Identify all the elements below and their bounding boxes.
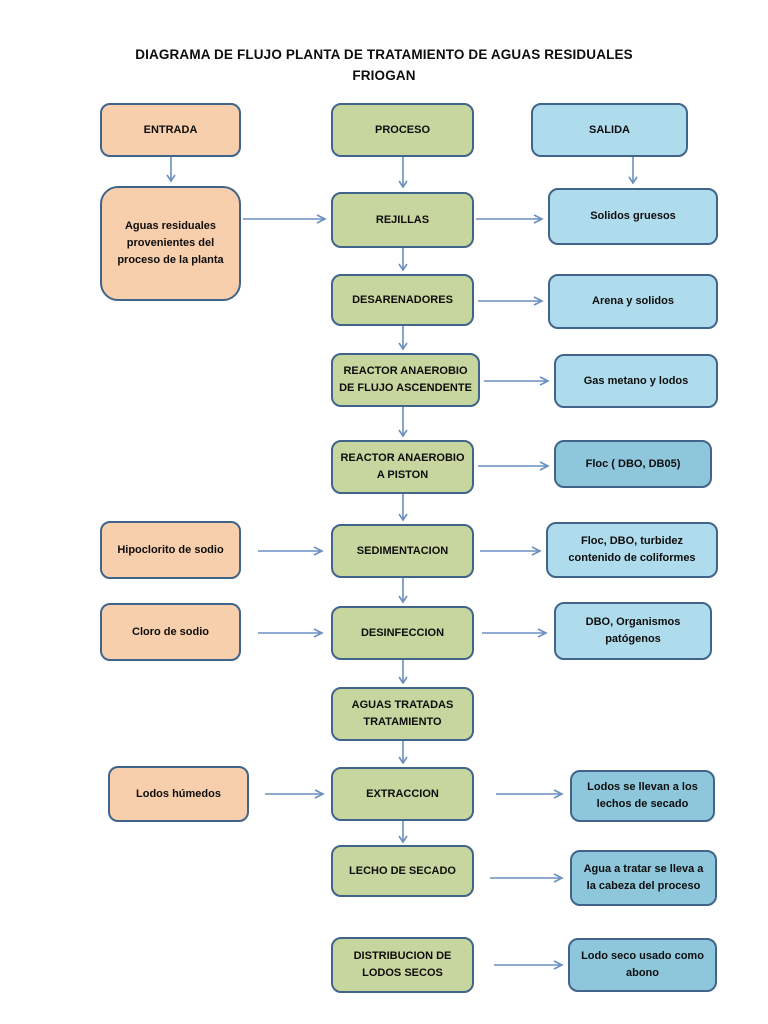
- salida-node-floc-dbo[interactable]: Floc ( DBO, DB05): [554, 440, 712, 488]
- arrow-extraccion-to-lodos-lechos-secado: [496, 787, 568, 801]
- arrow-desarenadores-to-reactor-ascendente: [396, 326, 410, 355]
- arrow-reactor-ascendente-to-reactor-piston: [396, 407, 410, 442]
- proceso-node-reactor-anaerobio-piston[interactable]: REACTOR ANAEROBIO A PISTON: [331, 440, 474, 494]
- salida-node-floc-turbidez-coliformes[interactable]: Floc, DBO, turbidez contenido de colifor…: [546, 522, 718, 578]
- salida-node-lodo-seco-abono-label: Lodo seco usado como abono: [581, 950, 704, 979]
- arrow-extraccion-to-lecho-de-secado: [396, 821, 410, 848]
- proceso-node-reactor-anaerobio-piston-label: REACTOR ANAEROBIO A PISTON: [340, 452, 465, 481]
- entrada-node-cloro-de-sodio-label: Cloro de sodio: [132, 625, 209, 638]
- arrow-aguas-tratadas-to-extraccion: [396, 741, 410, 769]
- header-proceso-label: PROCESO: [374, 123, 430, 136]
- title-line-2: FRIOGAN: [352, 68, 416, 83]
- salida-node-lodos-lechos-secado-label: Lodos se llevan a los lechos de secado: [587, 781, 698, 810]
- proceso-node-extraccion[interactable]: EXTRACCION: [331, 767, 474, 821]
- entrada-node-aguas-residuales[interactable]: Aguas residuales provenientes del proces…: [100, 186, 241, 301]
- proceso-node-lecho-de-secado-label: LECHO DE SECADO: [349, 864, 456, 877]
- salida-node-floc-turbidez-coliformes-label: Floc, DBO, turbidez contenido de colifor…: [568, 535, 696, 564]
- salida-node-solidos-gruesos[interactable]: Solidos gruesos: [548, 188, 718, 245]
- arrow-reactor-piston-to-sedimentacion: [396, 494, 410, 526]
- arrow-reactor-piston-to-floc: [478, 459, 554, 473]
- salida-node-gas-metano-y-lodos[interactable]: Gas metano y lodos: [554, 354, 718, 408]
- proceso-node-rejillas[interactable]: REJILLAS: [331, 192, 474, 248]
- arrow-lodos-humedos-to-extraccion: [265, 787, 329, 801]
- entrada-node-hipoclorito-de-sodio-label: Hipoclorito de sodio: [117, 543, 224, 556]
- arrow-rejillas-to-solidos-gruesos: [476, 212, 548, 226]
- entrada-node-aguas-residuales-label: Aguas residuales provenientes del proces…: [117, 220, 224, 266]
- header-salida[interactable]: SALIDA: [531, 103, 688, 157]
- proceso-node-aguas-tratadas-label: AGUAS TRATADAS TRATAMIENTO: [351, 699, 454, 728]
- header-salida-label: SALIDA: [589, 123, 630, 136]
- proceso-node-desarenadores[interactable]: DESARENADORES: [331, 274, 474, 326]
- proceso-node-reactor-anaerobio-flujo-ascendente-label: REACTOR ANAEROBIO DE FLUJO ASCENDENTE: [339, 365, 472, 394]
- arrow-entrada-header-to-aguas-residuales: [164, 157, 178, 187]
- proceso-node-distribucion-lodos-secos-label: DISTRIBUCION DE LODOS SECOS: [353, 950, 452, 979]
- arrow-reactor-ascendente-to-gas-metano: [484, 374, 554, 388]
- arrow-desarenadores-to-arena-y-solidos: [478, 294, 548, 308]
- salida-node-arena-y-solidos[interactable]: Arena y solidos: [548, 274, 718, 329]
- arrow-proceso-header-to-rejillas: [396, 157, 410, 193]
- entrada-node-hipoclorito-de-sodio[interactable]: Hipoclorito de sodio: [100, 521, 241, 579]
- header-entrada-label: ENTRADA: [143, 123, 198, 136]
- salida-node-arena-y-solidos-label: Arena y solidos: [592, 295, 674, 307]
- salida-node-floc-dbo-label: Floc ( DBO, DB05): [585, 457, 681, 470]
- header-proceso[interactable]: PROCESO: [331, 103, 474, 157]
- salida-node-lodos-lechos-secado[interactable]: Lodos se llevan a los lechos de secado: [570, 770, 715, 822]
- entrada-node-cloro-de-sodio[interactable]: Cloro de sodio: [100, 603, 241, 661]
- arrow-cloro-de-sodio-to-desinfeccion: [258, 626, 328, 640]
- proceso-node-reactor-anaerobio-flujo-ascendente[interactable]: REACTOR ANAEROBIO DE FLUJO ASCENDENTE: [331, 353, 480, 407]
- proceso-node-desarenadores-label: DESARENADORES: [352, 293, 453, 306]
- arrow-desinfeccion-to-dbo-organismos: [482, 626, 552, 640]
- proceso-node-aguas-tratadas[interactable]: AGUAS TRATADAS TRATAMIENTO: [331, 687, 474, 741]
- salida-node-gas-metano-y-lodos-label: Gas metano y lodos: [583, 374, 689, 387]
- proceso-node-desinfeccion[interactable]: DESINFECCION: [331, 606, 474, 660]
- arrow-rejillas-to-desarenadores: [396, 248, 410, 276]
- proceso-node-desinfeccion-label: DESINFECCION: [360, 626, 445, 639]
- arrow-sedimentacion-to-floc-turbidez: [480, 544, 546, 558]
- proceso-node-extraccion-label: EXTRACCION: [366, 787, 439, 800]
- entrada-node-lodos-humedos[interactable]: Lodos húmedos: [108, 766, 249, 822]
- salida-node-dbo-organismos-patogenos[interactable]: DBO, Organismos patógenos: [554, 602, 712, 660]
- arrow-salida-header-to-solidos-gruesos: [626, 157, 640, 189]
- arrow-lecho-de-secado-to-agua-cabeza-proceso: [490, 871, 568, 885]
- title-line-1: DIAGRAMA DE FLUJO PLANTA DE TRATAMIENTO …: [135, 47, 633, 62]
- salida-node-agua-cabeza-proceso-label: Agua a tratar se lleva a la cabeza del p…: [583, 863, 704, 892]
- proceso-node-sedimentacion-label: SEDIMENTACION: [356, 544, 449, 557]
- salida-node-solidos-gruesos-label: Solidos gruesos: [590, 210, 676, 222]
- arrow-distribucion-lodos-secos-to-lodo-seco-abono: [494, 958, 568, 972]
- arrow-aguas-residuales-to-rejillas: [243, 212, 331, 226]
- arrow-sedimentacion-to-desinfeccion: [396, 578, 410, 608]
- salida-node-dbo-organismos-patogenos-label: DBO, Organismos patógenos: [585, 616, 681, 645]
- arrow-hipoclorito-to-sedimentacion: [258, 544, 328, 558]
- proceso-node-distribucion-lodos-secos[interactable]: DISTRIBUCION DE LODOS SECOS: [331, 937, 474, 993]
- proceso-node-rejillas-label: REJILLAS: [375, 213, 430, 226]
- page-title: DIAGRAMA DE FLUJO PLANTA DE TRATAMIENTO …: [80, 44, 688, 86]
- entrada-node-lodos-humedos-label: Lodos húmedos: [136, 787, 221, 800]
- salida-node-agua-cabeza-proceso[interactable]: Agua a tratar se lleva a la cabeza del p…: [570, 850, 717, 906]
- proceso-node-lecho-de-secado[interactable]: LECHO DE SECADO: [331, 845, 474, 897]
- proceso-node-sedimentacion[interactable]: SEDIMENTACION: [331, 524, 474, 578]
- header-entrada[interactable]: ENTRADA: [100, 103, 241, 157]
- arrow-desinfeccion-to-aguas-tratadas: [396, 660, 410, 689]
- salida-node-lodo-seco-abono[interactable]: Lodo seco usado como abono: [568, 938, 717, 992]
